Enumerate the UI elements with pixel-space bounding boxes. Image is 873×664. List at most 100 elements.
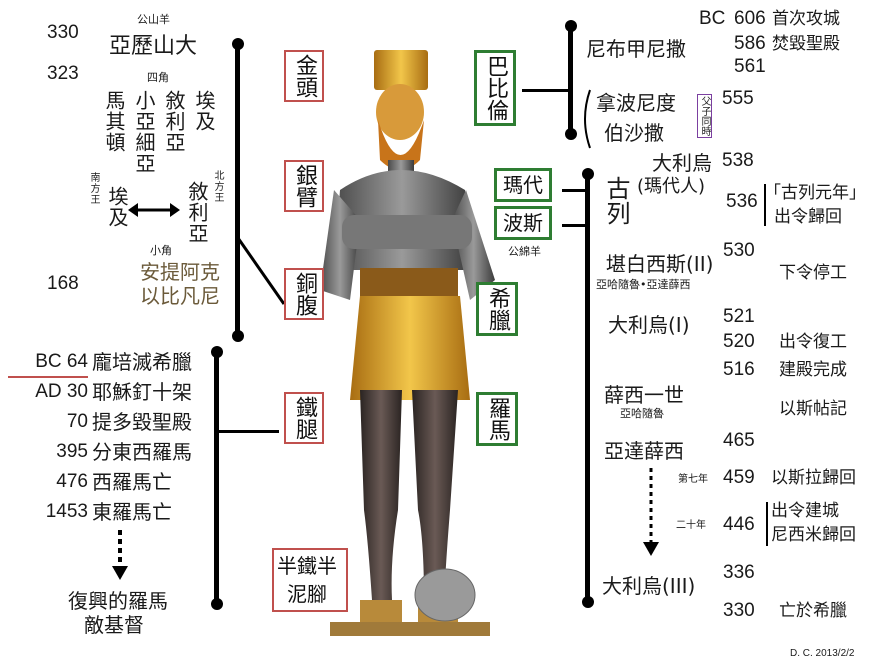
- year-336: 336: [723, 562, 755, 583]
- year-586: 586: [734, 33, 766, 54]
- year-530: 530: [723, 240, 755, 261]
- event-459: 以斯拉歸回: [771, 468, 856, 488]
- event-year: BC 64: [35, 351, 88, 372]
- year-520: 520: [723, 331, 755, 352]
- bracket-446: [766, 502, 768, 546]
- event-year: 395: [56, 441, 88, 462]
- event-536-a: 「古列元年」: [764, 183, 866, 203]
- year-555: 555: [722, 88, 754, 109]
- event-year: 1453: [45, 501, 88, 522]
- rome-end-dot: [211, 598, 223, 610]
- year-168: 168: [47, 273, 79, 294]
- twentieth-year-label: 二十年: [676, 520, 706, 531]
- bc-label: BC: [699, 8, 726, 29]
- xerxes-label: 薛西一世: [604, 383, 684, 407]
- small-horn-label: 小角: [150, 244, 172, 257]
- year-516: 516: [723, 359, 755, 380]
- year-538: 538: [722, 150, 754, 171]
- year-536: 536: [726, 191, 758, 212]
- event-year: 476: [56, 471, 88, 492]
- kingdom-syria: 敘利亞: [162, 90, 186, 153]
- event-text: 提多毀聖殿: [92, 410, 192, 434]
- year-561: 561: [734, 56, 766, 77]
- babylon-connector: [522, 89, 572, 92]
- statue-label-gold-head: 金頭: [284, 50, 324, 102]
- cambyses-label: 堪白西斯(II): [606, 252, 714, 276]
- antiochus-line2: 以比凡尼: [140, 284, 220, 308]
- persia-connector: [562, 224, 588, 227]
- south-king-label: 南方王: [88, 172, 99, 205]
- persia-start-dot: [582, 168, 594, 180]
- event-446-b: 尼西米歸回: [771, 525, 856, 545]
- medes-connector: [562, 189, 588, 192]
- babylon-end-dot: [565, 128, 577, 140]
- empire-persia: 波斯: [494, 206, 552, 240]
- cambyses-note: 亞哈隨魯•亞達薛西: [596, 278, 691, 291]
- event-year: 70: [66, 411, 88, 432]
- statue-label-silver-arms: 銀臂: [284, 160, 324, 212]
- statue-label-feet-text: 半鐵半泥腳: [277, 554, 337, 606]
- event-530: 下令停工: [779, 263, 847, 283]
- greece-timeline: [235, 42, 240, 338]
- darius3-label: 大利烏(III): [602, 574, 696, 598]
- seventh-year-label: 第七年: [678, 474, 708, 485]
- year-521: 521: [723, 306, 755, 327]
- down-arrow-icon: [643, 468, 659, 556]
- revival-rome: 復興的羅馬: [68, 589, 168, 613]
- four-horns-label: 四角: [147, 71, 169, 84]
- greece-start-dot: [232, 38, 244, 50]
- kingdom-egypt: 埃及: [192, 90, 216, 132]
- nebuchadnezzar-label: 尼布甲尼撒: [586, 37, 686, 61]
- darius-mede-label: 大利烏: [652, 151, 712, 175]
- event-446-a: 出令建城: [771, 501, 839, 521]
- event-606: 首次攻城: [772, 9, 840, 29]
- rome-timeline: [214, 353, 219, 603]
- double-arrow-icon: [128, 203, 180, 217]
- year-446: 446: [723, 514, 755, 535]
- bracket-icon: [584, 89, 591, 149]
- statue-label-bronze-belly: 銅腹: [284, 268, 324, 320]
- red-underline: [8, 376, 88, 378]
- empire-medes: 瑪代: [494, 168, 552, 202]
- event-text: 東羅馬亡: [92, 500, 172, 524]
- cyrus-label: 古列: [602, 176, 630, 226]
- event-text: 西羅馬亡: [92, 470, 172, 494]
- down-arrow-icon: [112, 530, 128, 580]
- signature: D. C. 2013/2/2: [790, 648, 855, 659]
- artaxerxes-label: 亞達薛西: [604, 439, 684, 463]
- event-text: 分東西羅馬: [92, 440, 192, 464]
- statue-label-feet: 半鐵半泥腳: [272, 548, 348, 612]
- statue-image: [320, 50, 495, 636]
- babylon-start-dot: [565, 20, 577, 32]
- bracket-536: [764, 184, 766, 226]
- event-520: 出令復工: [779, 332, 847, 352]
- nabonidus-label: 拿波尼度: [596, 91, 676, 115]
- event-330: 亡於希臘: [779, 601, 847, 621]
- persia-end-dot: [582, 596, 594, 608]
- belshazzar-label: 伯沙撒: [604, 121, 664, 145]
- event-536-b: 出令歸回: [774, 207, 842, 227]
- event-text: 龐培滅希臘: [92, 350, 192, 374]
- esther-label: 以斯帖記: [779, 399, 847, 419]
- empire-babylon: 巴比倫: [474, 50, 516, 126]
- rome-start-dot: [211, 346, 223, 358]
- ram-label: 公綿羊: [508, 245, 541, 258]
- darius1-label: 大利烏(I): [608, 313, 690, 337]
- greece-end-dot: [232, 330, 244, 342]
- event-516: 建殿完成: [779, 360, 847, 380]
- syria-label: 敘利亞: [185, 181, 209, 244]
- kingdom-macedon: 馬其頓: [102, 90, 126, 153]
- year-323: 323: [47, 63, 79, 84]
- event-year: AD 30: [35, 381, 88, 402]
- kingdom-asia-minor: 小亞細亞: [132, 90, 156, 174]
- year-606: 606: [734, 8, 766, 29]
- rome-connector: [219, 430, 279, 433]
- year-330-left: 330: [47, 22, 79, 43]
- egypt-label: 埃及: [105, 186, 129, 228]
- xerxes-note: 亞哈隨魯: [620, 407, 664, 420]
- year-330-right: 330: [723, 600, 755, 621]
- darius-mede-note: (瑪代人): [637, 176, 706, 197]
- persia-timeline: [585, 172, 590, 602]
- greece-connector: [236, 237, 286, 305]
- antiochus-line1: 安提阿克: [140, 260, 220, 284]
